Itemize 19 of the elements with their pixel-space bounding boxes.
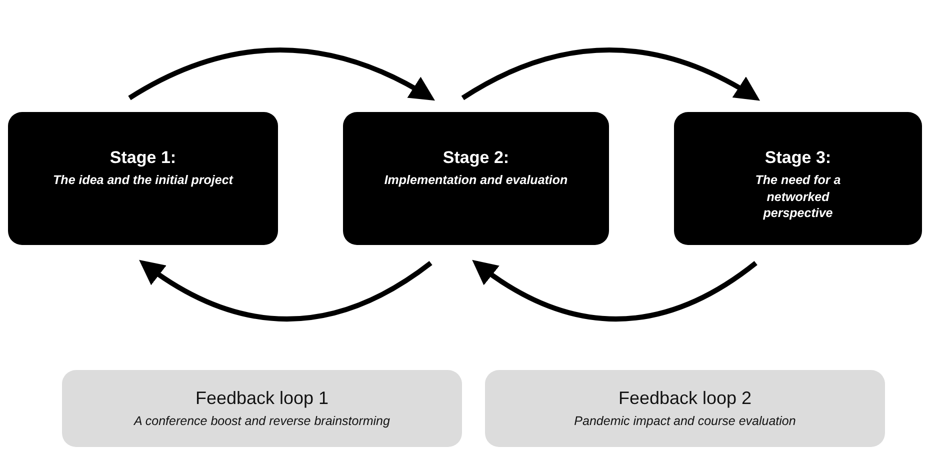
box-subtitle: A conference boost and reverse brainstorming — [134, 413, 390, 430]
curved-arrow — [128, 48, 436, 101]
box-subtitle: The idea and the initial project — [53, 172, 233, 189]
feedback-loop-box — [485, 370, 885, 447]
box-subtitle: Pandemic impact and course evaluation — [574, 413, 796, 430]
stage-box — [343, 112, 609, 245]
curved-arrow — [138, 260, 432, 322]
box-title: Stage 3: — [764, 148, 832, 168]
feedback-loop-box — [62, 370, 462, 447]
box-title: Feedback loop 2 — [618, 388, 752, 410]
stage-box — [8, 112, 278, 245]
box-subtitle: The need for a networked perspective — [754, 172, 842, 222]
box-title: Stage 2: — [442, 148, 510, 168]
box-title: Feedback loop 1 — [195, 388, 329, 410]
curved-arrow — [461, 48, 760, 101]
box-title: Stage 1: — [110, 148, 176, 168]
stage-box — [674, 112, 922, 245]
curved-arrow — [472, 260, 758, 322]
box-subtitle: Implementation and evaluation — [384, 172, 568, 189]
